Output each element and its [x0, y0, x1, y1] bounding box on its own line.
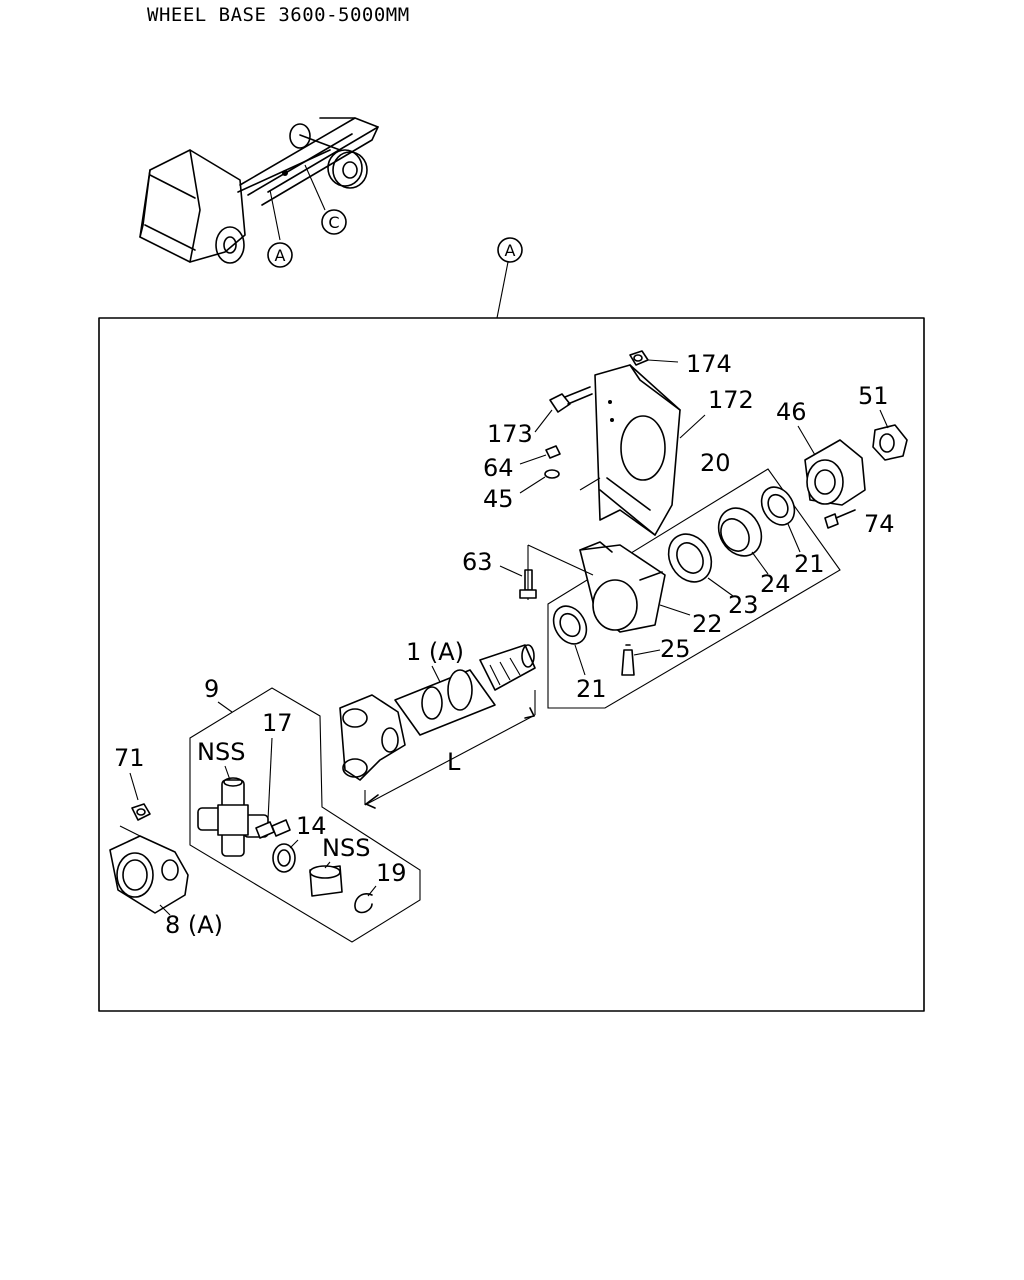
label-nss-1: NSS: [197, 738, 245, 766]
group-outline-20: [547, 468, 841, 709]
center-bearing-22: [527, 541, 666, 633]
label-46: 46: [776, 398, 807, 426]
detail-frame: [98, 317, 925, 1012]
label-19: 19: [376, 859, 407, 887]
label-9: 9: [204, 675, 219, 703]
label-nss-2: NSS: [322, 834, 370, 862]
label-174: 174: [686, 350, 732, 378]
bracket-172: [579, 364, 681, 536]
label-45: 45: [483, 485, 514, 513]
label-64: 64: [483, 454, 514, 482]
bolt-74: [824, 509, 856, 529]
label-25: 25: [660, 635, 691, 663]
label-14: 14: [296, 812, 327, 840]
label-20: 20: [700, 449, 731, 477]
svg-text:C: C: [328, 213, 339, 232]
label-8a: 8 (A): [165, 911, 223, 939]
label-74: 74: [864, 510, 895, 538]
seal-14: [272, 843, 296, 873]
callout-a-main: A: [496, 237, 523, 319]
seal-24: [717, 507, 763, 557]
nut-64: [519, 445, 561, 465]
snap-ring-19: [354, 893, 373, 914]
label-71: 71: [114, 744, 145, 772]
washer-45: [519, 469, 560, 494]
dust-seal-21-lower: [552, 605, 588, 645]
label-51: 51: [858, 382, 889, 410]
nut-71: [119, 803, 151, 837]
bolt-173: [549, 386, 593, 413]
bearing-23: [667, 533, 713, 583]
page-title: WHEEL BASE 3600-5000MM: [147, 4, 410, 26]
bearing-cup-nss: [309, 865, 343, 897]
label-21-upper: 21: [794, 550, 825, 578]
truck-overview-illustration: [139, 117, 379, 264]
label-dimension-l: L: [447, 748, 461, 776]
label-17: 17: [262, 709, 293, 737]
svg-text:A: A: [505, 241, 516, 260]
grease-nipple-25: [621, 644, 661, 676]
label-21-lower: 21: [576, 675, 607, 703]
propeller-shaft-1a: [339, 644, 536, 809]
bolt-63: [519, 569, 537, 599]
label-1a: 1 (A): [406, 638, 464, 666]
flange-yoke-8a: [109, 835, 189, 914]
group-outline-9: [189, 687, 421, 943]
dust-seal-21-upper: [760, 486, 796, 526]
label-24: 24: [760, 570, 791, 598]
universal-joint-spider: [197, 777, 269, 857]
nut-174: [629, 350, 679, 366]
nut-51: [872, 424, 908, 461]
grease-nipple-17: [255, 819, 291, 839]
callout-a-small: A: [267, 242, 293, 268]
label-173: 173: [487, 420, 533, 448]
svg-text:A: A: [275, 246, 286, 265]
callout-c-small: C: [321, 209, 347, 235]
label-63: 63: [462, 548, 493, 576]
companion-flange-46: [804, 439, 866, 506]
label-22: 22: [692, 610, 723, 638]
label-172: 172: [708, 386, 754, 414]
